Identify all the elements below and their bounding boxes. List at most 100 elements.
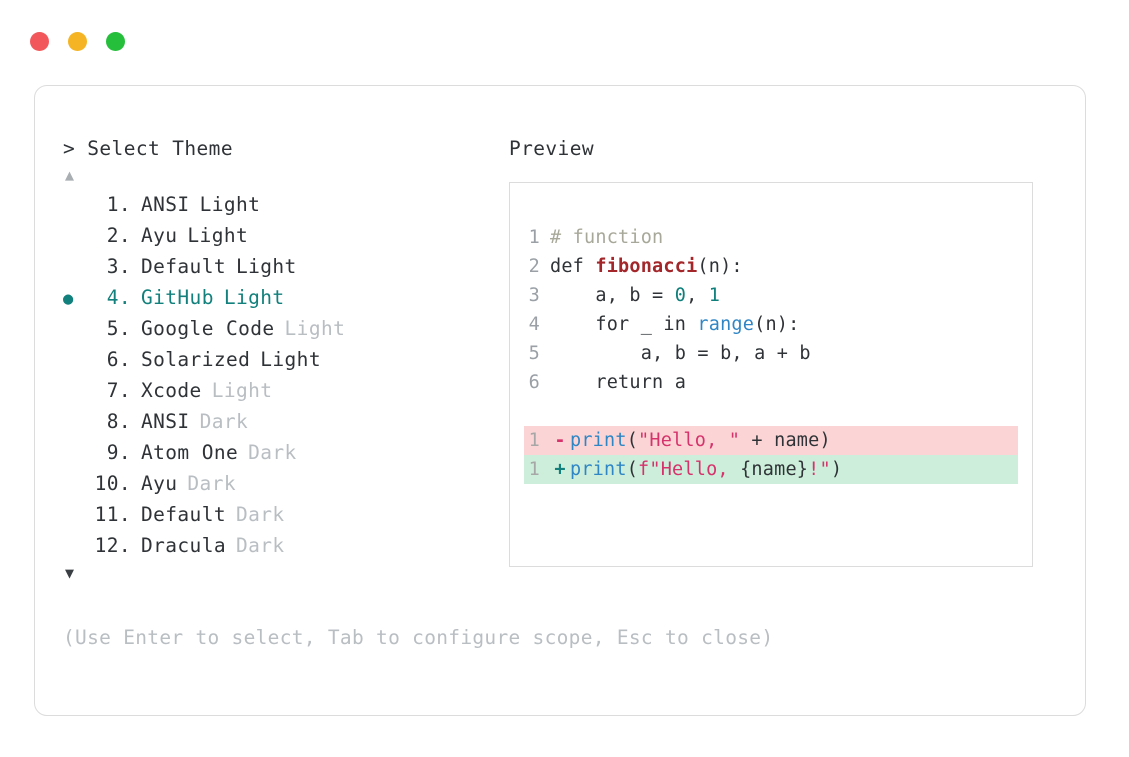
theme-name: Solarized bbox=[141, 348, 251, 371]
theme-variant: Light bbox=[199, 193, 261, 216]
theme-index: 7. bbox=[106, 379, 131, 402]
code-token-plain: {name} bbox=[740, 459, 809, 480]
code-text: def fibonacci(n): bbox=[550, 252, 743, 281]
code-line: 4 for _ in range(n): bbox=[510, 310, 1032, 339]
line-number: 3 bbox=[528, 285, 540, 306]
theme-name: Xcode bbox=[141, 379, 202, 402]
code-token-plain: , bbox=[686, 285, 709, 306]
theme-name: ANSI bbox=[141, 193, 190, 216]
theme-index: 1. bbox=[106, 193, 131, 216]
scroll-up-arrow-icon[interactable]: ▲ bbox=[65, 166, 75, 184]
code-line: 1 # function bbox=[510, 223, 1032, 252]
code-text: # function bbox=[550, 223, 663, 252]
theme-variant: Dark bbox=[187, 472, 236, 495]
theme-name: ANSI bbox=[141, 410, 190, 433]
bullet-placeholder: ● bbox=[63, 439, 89, 469]
theme-index: 8. bbox=[106, 410, 131, 433]
code-spacer bbox=[510, 397, 1032, 426]
page-title: > Select Theme bbox=[63, 137, 233, 160]
close-button[interactable] bbox=[30, 32, 49, 51]
code-text: print("Hello, " + name) bbox=[570, 426, 831, 455]
code-line: 6 return a bbox=[510, 368, 1032, 397]
theme-name: Ayu bbox=[141, 472, 178, 495]
maximize-button[interactable] bbox=[106, 32, 125, 51]
minimize-button[interactable] bbox=[68, 32, 87, 51]
bullet-placeholder: ● bbox=[63, 377, 89, 407]
theme-index: 3. bbox=[106, 255, 131, 278]
theme-name: Default bbox=[141, 503, 226, 526]
line-number: 1 bbox=[528, 227, 540, 248]
theme-variant: Light bbox=[284, 317, 346, 340]
theme-picker-panel: > Select Theme ▲ ●1.ANSILight●2.AyuLight… bbox=[34, 85, 1086, 716]
line-number: 5 bbox=[528, 343, 540, 364]
theme-name: Atom One bbox=[141, 441, 239, 464]
theme-index: 2. bbox=[106, 224, 131, 247]
line-number: 1 bbox=[528, 430, 540, 451]
line-number: 1 bbox=[528, 459, 540, 480]
code-token-str: "Hello, " bbox=[638, 430, 741, 451]
line-number: 4 bbox=[528, 314, 540, 335]
code-token-num: 0 bbox=[674, 285, 687, 306]
bullet-placeholder: ● bbox=[63, 315, 89, 345]
code-token-comment: # function bbox=[550, 227, 664, 248]
code-text: print(f"Hello, {name}!") bbox=[570, 455, 842, 484]
code-token-fn: fibonacci bbox=[595, 256, 698, 277]
theme-list-item[interactable]: ● 2. Ayu Light bbox=[63, 221, 533, 252]
theme-index: 6. bbox=[106, 348, 131, 371]
selected-bullet-icon: ● bbox=[63, 289, 74, 309]
code-token-plain: (n): bbox=[754, 314, 800, 335]
theme-selector-column: > Select Theme ▲ ●1.ANSILight●2.AyuLight… bbox=[63, 134, 533, 584]
theme-variant: Light bbox=[211, 379, 273, 402]
theme-list[interactable]: ●1.ANSILight●2.AyuLight●3.DefaultLight●4… bbox=[63, 190, 533, 562]
theme-index: 12. bbox=[94, 534, 131, 557]
code-token-num: 1 bbox=[708, 285, 721, 306]
code-token-str: !" bbox=[808, 459, 831, 480]
bullet-placeholder: ● bbox=[63, 222, 89, 252]
theme-variant: Dark bbox=[199, 410, 249, 433]
theme-index: 11. bbox=[94, 503, 131, 526]
theme-name: Ayu bbox=[141, 224, 178, 247]
code-text: a, b = 0, 1 bbox=[550, 281, 720, 310]
theme-variant: Light bbox=[187, 224, 249, 247]
code-token-plain: a, b = bbox=[550, 285, 675, 306]
diff-sign: - bbox=[554, 430, 566, 451]
diff-line-del: 1-print("Hello, " + name) bbox=[524, 426, 1018, 455]
theme-name: Default bbox=[141, 255, 226, 278]
code-token-builtin: print bbox=[570, 459, 627, 480]
code-token-kw: def bbox=[550, 256, 596, 277]
theme-variant: Dark bbox=[235, 534, 285, 557]
theme-index: 5. bbox=[106, 317, 131, 340]
bullet-placeholder: ● bbox=[63, 532, 89, 562]
code-text: a, b = b, a + b bbox=[550, 339, 811, 368]
code-token-str: f"Hello, bbox=[638, 459, 741, 480]
code-token-builtin: range bbox=[697, 314, 755, 335]
code-token-plain: ) bbox=[830, 459, 843, 480]
code-line: 5 a, b = b, a + b bbox=[510, 339, 1032, 368]
bullet-placeholder: ● bbox=[63, 253, 89, 283]
theme-list-item[interactable]: ● 1. ANSI Light bbox=[63, 190, 533, 221]
theme-variant: Dark bbox=[235, 503, 285, 526]
theme-name: GitHub bbox=[141, 286, 214, 309]
scroll-down-arrow-icon[interactable]: ▼ bbox=[65, 564, 75, 582]
code-text: for _ in range(n): bbox=[550, 310, 799, 339]
window-controls bbox=[30, 32, 125, 51]
bullet-placeholder: ● bbox=[63, 408, 89, 438]
code-token-plain: (n): bbox=[697, 256, 743, 277]
diff-line-add: 1 +print(f"Hello, {name}!") bbox=[524, 455, 1018, 484]
diff-sign: + bbox=[554, 459, 566, 480]
theme-list-item[interactable]: ● 8. ANSI Dark bbox=[63, 407, 533, 438]
theme-list-item[interactable]: ● 7. Xcode Light bbox=[63, 376, 533, 407]
code-text: return a bbox=[550, 368, 686, 397]
bullet-placeholder: ● bbox=[63, 191, 89, 221]
